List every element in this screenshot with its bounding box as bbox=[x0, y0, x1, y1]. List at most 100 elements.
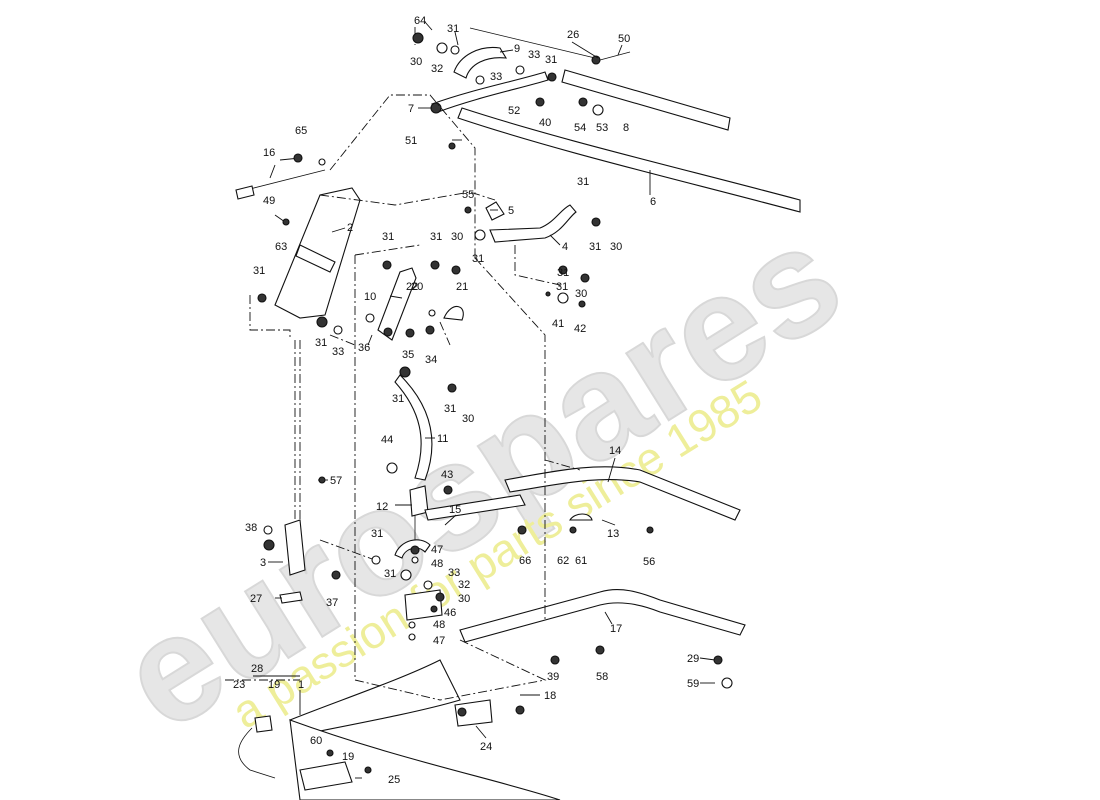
part-label: 10 bbox=[364, 291, 376, 303]
part-label: 36 bbox=[358, 342, 370, 354]
part-label: 15 bbox=[449, 504, 461, 516]
part-label: 25 bbox=[388, 774, 400, 786]
part-label: 31 bbox=[589, 241, 601, 253]
part-label: 51 bbox=[405, 135, 417, 147]
part-label: 46 bbox=[444, 607, 456, 619]
part-label: 29 bbox=[687, 653, 699, 665]
part-label: 31 bbox=[392, 393, 404, 405]
part-labels: 64 31 26 50 9 33 31 30 32 33 7 52 40 54 … bbox=[233, 15, 699, 786]
part-label: 21 bbox=[456, 281, 468, 293]
part-label: 62 bbox=[557, 555, 569, 567]
part-label: 17 bbox=[610, 623, 622, 635]
part-label: 31 bbox=[371, 528, 383, 540]
middle-link-assembly bbox=[377, 267, 464, 481]
part-label: 28 bbox=[251, 663, 263, 675]
deck-panel bbox=[238, 659, 561, 800]
part-label: 31 bbox=[556, 281, 568, 293]
part-label: 31 bbox=[384, 568, 396, 580]
part-label: 16 bbox=[263, 147, 275, 159]
part-label: 24 bbox=[480, 741, 492, 753]
top-bow-assembly bbox=[430, 27, 801, 213]
part-label: 58 bbox=[596, 671, 608, 683]
part-label: 32 bbox=[431, 63, 443, 75]
part-label: 31 bbox=[472, 253, 484, 265]
part-label: 31 bbox=[253, 265, 265, 277]
part-label: 7 bbox=[408, 103, 414, 115]
part-label: 30 bbox=[610, 241, 622, 253]
part-label: 35 bbox=[402, 349, 414, 361]
part-label: 20 bbox=[411, 281, 423, 293]
watermark: eurospares a passion for parts since 198… bbox=[92, 190, 869, 763]
part-label: 47 bbox=[433, 635, 445, 647]
part-label: 1 bbox=[298, 679, 304, 691]
part-label: 30 bbox=[451, 231, 463, 243]
part-label: 19 bbox=[342, 751, 354, 763]
part-label: 59 bbox=[687, 678, 699, 690]
part-label: 54 bbox=[574, 122, 586, 134]
part-label: 34 bbox=[425, 354, 437, 366]
part-label: 38 bbox=[245, 522, 257, 534]
part-label: 3 bbox=[260, 557, 266, 569]
part-label: 30 bbox=[410, 56, 422, 68]
part-label: 5 bbox=[508, 205, 514, 217]
part-label: 53 bbox=[596, 122, 608, 134]
part-label: 66 bbox=[519, 555, 531, 567]
part-label: 31 bbox=[315, 337, 327, 349]
part-label: 37 bbox=[326, 597, 338, 609]
part-label: 39 bbox=[547, 671, 559, 683]
part-label: 4 bbox=[562, 241, 568, 253]
watermark-brand: eurospares bbox=[93, 191, 868, 762]
part-label: 49 bbox=[263, 195, 275, 207]
part-label: 11 bbox=[437, 433, 448, 445]
part-label: 31 bbox=[557, 267, 569, 279]
part-label: 41 bbox=[552, 318, 564, 330]
part-label: 30 bbox=[575, 288, 587, 300]
part-label: 43 bbox=[441, 469, 453, 481]
part-label: 40 bbox=[539, 117, 551, 129]
part-label: 31 bbox=[430, 231, 442, 243]
part-label: 30 bbox=[462, 413, 474, 425]
part-label: 31 bbox=[382, 231, 394, 243]
part-label: 32 bbox=[458, 579, 470, 591]
part-label: 50 bbox=[618, 33, 630, 45]
part-label: 22 bbox=[406, 281, 418, 293]
part-label: 31 bbox=[577, 176, 589, 188]
part-label: 56 bbox=[643, 556, 655, 568]
side-rail-assembly bbox=[459, 466, 746, 643]
part-label: 2 bbox=[347, 222, 353, 234]
part-label: 65 bbox=[295, 125, 307, 137]
part-label: 9 bbox=[514, 43, 520, 55]
part-label: 6 bbox=[650, 196, 656, 208]
part-label: 31 bbox=[444, 403, 456, 415]
part-label: 48 bbox=[431, 558, 443, 570]
part-label: 26 bbox=[567, 29, 579, 41]
part-label: 33 bbox=[490, 71, 502, 83]
part-label: 12 bbox=[376, 501, 388, 513]
part-label: 61 bbox=[575, 555, 587, 567]
part-label: 8 bbox=[623, 122, 629, 134]
part-label: 60 bbox=[310, 735, 322, 747]
part-label: 18 bbox=[544, 690, 556, 702]
part-label: 19 bbox=[268, 679, 280, 691]
part-label: 31 bbox=[447, 23, 459, 35]
part-label: 47 bbox=[431, 544, 443, 556]
part-label: 30 bbox=[458, 593, 470, 605]
part-label: 63 bbox=[275, 241, 287, 253]
part-label: 48 bbox=[433, 619, 445, 631]
right-bracket-assembly bbox=[485, 201, 577, 243]
part-label: 13 bbox=[607, 528, 619, 540]
main-link-assembly bbox=[235, 169, 361, 328]
part-label: 44 bbox=[381, 434, 393, 446]
part-label: 33 bbox=[528, 49, 540, 61]
part-label: 55 bbox=[462, 189, 474, 201]
part-label: 33 bbox=[448, 567, 460, 579]
part-label: 27 bbox=[250, 593, 262, 605]
lower-bracket-assembly bbox=[279, 485, 526, 621]
part-label: 33 bbox=[332, 346, 344, 358]
grouping-lines bbox=[225, 27, 581, 701]
part-label: 64 bbox=[414, 15, 426, 27]
part-label: 52 bbox=[508, 105, 520, 117]
part-label: 14 bbox=[609, 445, 621, 457]
